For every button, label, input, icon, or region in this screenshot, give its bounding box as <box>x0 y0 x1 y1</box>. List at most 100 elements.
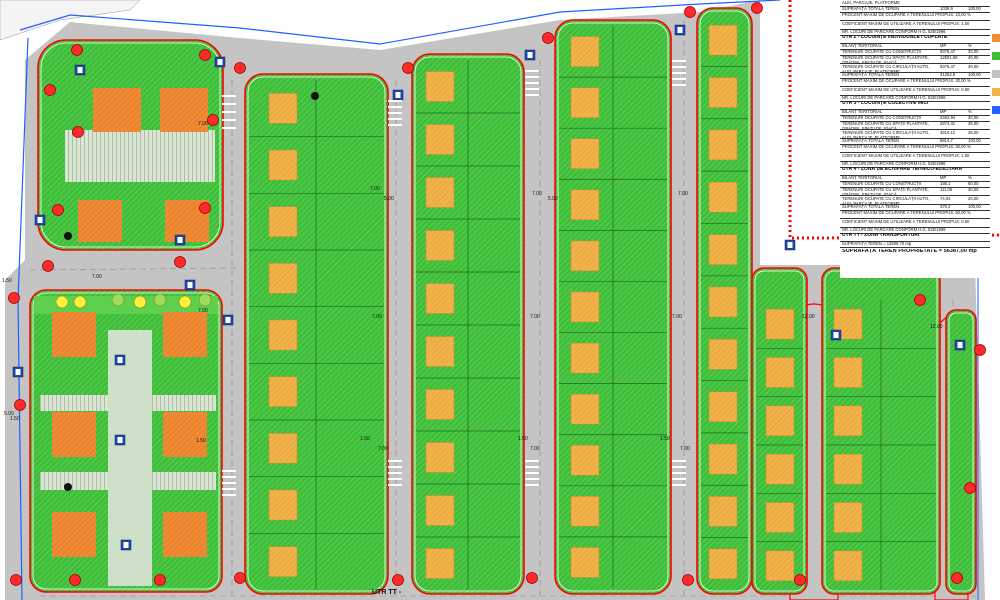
legend-percent-value: 30,00 <box>968 49 979 54</box>
road-centerline <box>29 267 241 271</box>
zone-label-utr-tt: UTR TT - <box>372 589 402 596</box>
entry-marker <box>52 204 64 216</box>
legend-divider <box>840 42 990 44</box>
legend-row: NR. LOCURI DE PARCARE CONFORM H.G. 525/1… <box>842 227 946 232</box>
block-inner-edge <box>557 22 669 592</box>
legend-swatch <box>992 106 1000 114</box>
block-inner-edge <box>699 10 750 592</box>
building-footprint <box>570 189 600 221</box>
legend-percent-value: 100,00 <box>968 204 981 209</box>
legend-percent-value: 30,00 <box>968 187 979 192</box>
legend-percent-value: 35,00 <box>968 121 979 126</box>
legend-divider <box>840 143 990 145</box>
parking-sign-glyph <box>787 242 793 248</box>
legend-divider <box>840 129 990 130</box>
legend-area-value: 31254,9 <box>940 72 956 77</box>
building-footprint <box>570 138 600 169</box>
building-footprint <box>425 548 455 579</box>
dimension-label: 7.00 <box>678 191 688 197</box>
collective-building <box>163 312 207 357</box>
entry-marker <box>526 572 538 584</box>
parking-sign-glyph <box>395 92 401 98</box>
dimension-label: 1.50 <box>10 416 20 422</box>
building-footprint <box>708 548 738 580</box>
legend-divider <box>840 77 990 79</box>
building-footprint <box>425 389 455 420</box>
parking-sign-glyph <box>15 369 21 375</box>
building-footprint <box>268 376 298 407</box>
crosswalk-stripe <box>525 94 539 96</box>
crosswalk-stripe <box>672 72 686 74</box>
crosswalk-stripe <box>672 478 686 480</box>
tree-symbol <box>198 293 212 307</box>
crosswalk-stripe <box>222 103 236 105</box>
legend-row: UTR 4 - ZONĂ DE ECHIPARE TEHNICO-EDILITA… <box>842 167 963 172</box>
entry-marker <box>174 256 186 268</box>
legend-divider <box>840 28 990 30</box>
parking-sign-glyph <box>123 542 129 548</box>
building-footprint <box>708 24 738 56</box>
legend-percent-value: % <box>968 43 972 48</box>
legend-divider <box>840 180 990 182</box>
legend-row: COEFICIENT MAXIM DE UTILIZARE A TERENULU… <box>842 20 970 26</box>
building-footprint <box>765 550 795 582</box>
crosswalk-stripe <box>525 472 539 474</box>
utility-point <box>311 92 319 100</box>
legend-divider <box>840 94 990 96</box>
dimension-label: 7.00 <box>672 314 682 320</box>
legend-area-value: 9376,47 <box>940 49 956 54</box>
dimension-label: 1.50 <box>2 278 12 284</box>
entry-marker <box>402 62 414 74</box>
building-footprint <box>570 342 600 374</box>
legend-divider <box>840 174 990 176</box>
legend-row: SUPRAFAȚĂ TOTALĂ TEREN <box>842 72 900 77</box>
building-footprint <box>570 240 600 272</box>
dimension-label: 1.50 <box>360 436 370 442</box>
crosswalk-stripe <box>388 460 402 462</box>
building-footprint <box>708 286 738 318</box>
building-footprint <box>708 339 738 370</box>
building-footprint <box>268 206 298 237</box>
legend-row: PROCENT MAXIM DE OCUPARE A TERENULUI PRO… <box>842 144 971 149</box>
legend-swatch <box>992 52 1000 60</box>
legend-area-value: MP <box>940 43 947 48</box>
legend-divider <box>840 209 990 211</box>
crosswalk-stripe <box>525 460 539 462</box>
dimension-label: 1.50 <box>660 436 670 442</box>
utility-point <box>64 232 72 240</box>
crosswalk-stripe <box>525 88 539 90</box>
legend-divider <box>840 226 990 228</box>
legend-row: UTR 2 - LOCUINȚE INDIVIDUALE / CUPLATE <box>842 35 948 40</box>
building-footprint <box>765 453 795 485</box>
entry-marker <box>10 574 22 586</box>
legend-row: TERENURI OCUPATE CU CONSTRUCȚII <box>842 49 922 54</box>
block-inner-edge <box>948 312 974 592</box>
crosswalk-stripe <box>388 106 402 108</box>
legend-row: PROCENT MAXIM DE OCUPARE A TERENULUI PRO… <box>842 210 971 215</box>
building-footprint <box>425 495 455 526</box>
building-footprint <box>570 36 600 67</box>
entry-marker <box>42 260 54 272</box>
parking-sign-glyph <box>677 27 683 33</box>
legend-divider <box>840 100 990 102</box>
collective-building <box>160 88 208 132</box>
legend-divider <box>840 54 990 56</box>
crosswalk-stripe <box>672 60 686 62</box>
building-footprint <box>425 336 455 367</box>
legend-swatch <box>992 34 1000 42</box>
legend-row: TERENURI OCUPATE CU CIRCULAȚII AUTO, ALE… <box>842 63 930 74</box>
legend-area-value: 2874,41 <box>940 121 956 126</box>
dimension-label: 7.00 <box>530 314 540 320</box>
dimension-label: 7.00 <box>370 186 380 192</box>
legend-divider <box>840 137 990 139</box>
dimension-label: 7.00 <box>530 446 540 452</box>
legend-row: TERENURI OCUPATE CU SPAȚII PLANTATE, GRĂ… <box>842 121 929 131</box>
legend-divider <box>840 160 990 162</box>
parking-sign-glyph <box>117 437 123 443</box>
building-footprint <box>708 77 738 108</box>
building-footprint <box>570 547 600 578</box>
utility-point <box>64 483 72 491</box>
collective-building <box>163 512 207 557</box>
entry-marker <box>14 399 26 411</box>
legend-row: TERENURI OCUPATE CU CIRCULAȚII AUTO, ALE… <box>842 129 930 140</box>
